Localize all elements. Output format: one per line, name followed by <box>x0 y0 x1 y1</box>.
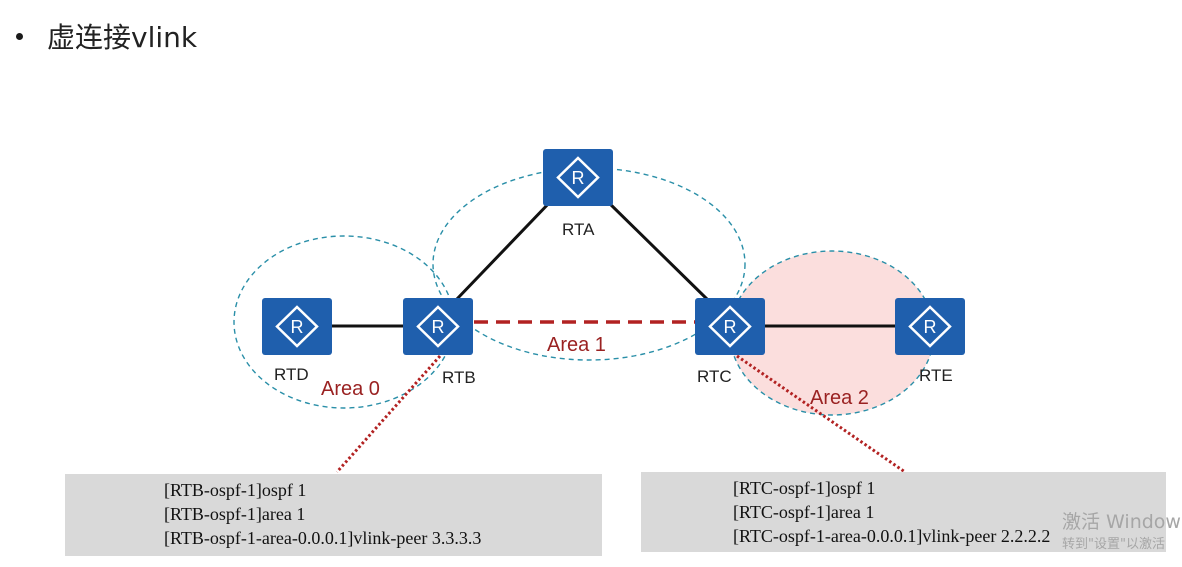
router-rtb-icon: R <box>403 298 473 355</box>
link-rta-rtc <box>604 198 712 304</box>
area-1-region <box>432 167 746 361</box>
area-label-2: Area 2 <box>810 387 869 409</box>
svg-text:R: R <box>432 317 445 337</box>
rtb-config-line: [RTB-ospf-1]ospf 1 <box>164 480 307 500</box>
link-rtb-rta <box>454 198 554 302</box>
svg-text:R: R <box>924 317 937 337</box>
activation-watermark-subtitle: 转到"设置"以激活 <box>1062 537 1165 552</box>
rtb-config-line: [RTB-ospf-1]area 1 <box>164 504 306 524</box>
svg-text:R: R <box>572 168 585 188</box>
router-label-rte: RTE <box>919 366 953 385</box>
router-rtc-icon: R <box>695 298 765 355</box>
activation-watermark-title: 激活 Window <box>1062 511 1181 533</box>
rtc-config-line: [RTC-ospf-1]ospf 1 <box>733 478 876 498</box>
router-rta-icon: R <box>543 149 613 206</box>
svg-text:R: R <box>291 317 304 337</box>
router-label-rtb: RTB <box>442 368 476 387</box>
page-title: 虚连接vlink <box>47 21 198 54</box>
rtb-config-line: [RTB-ospf-1-area-0.0.0.1]vlink-peer 3.3.… <box>164 528 482 548</box>
svg-text:R: R <box>724 317 737 337</box>
rtc-config-box: [RTC-ospf-1]ospf 1 [RTC-ospf-1]area 1 [R… <box>641 472 1166 552</box>
area-label-1: Area 1 <box>547 334 606 356</box>
rtb-config-box: [RTB-ospf-1]ospf 1 [RTB-ospf-1]area 1 [R… <box>65 474 602 556</box>
bullet-icon <box>16 32 23 40</box>
router-label-rtd: RTD <box>274 365 309 384</box>
title-row: 虚连接vlink <box>16 16 197 56</box>
pointer-rtc-config <box>736 354 906 474</box>
router-label-rtc: RTC <box>697 367 732 386</box>
router-label-rta: RTA <box>562 220 595 239</box>
rtc-config-line: [RTC-ospf-1]area 1 <box>733 502 875 522</box>
area-label-0: Area 0 <box>321 378 380 400</box>
router-rtd-icon: R <box>262 298 332 355</box>
router-rte-icon: R <box>895 298 965 355</box>
pointer-rtb-config <box>335 355 442 473</box>
rtc-config-line: [RTC-ospf-1-area-0.0.0.1]vlink-peer 2.2.… <box>733 526 1051 546</box>
